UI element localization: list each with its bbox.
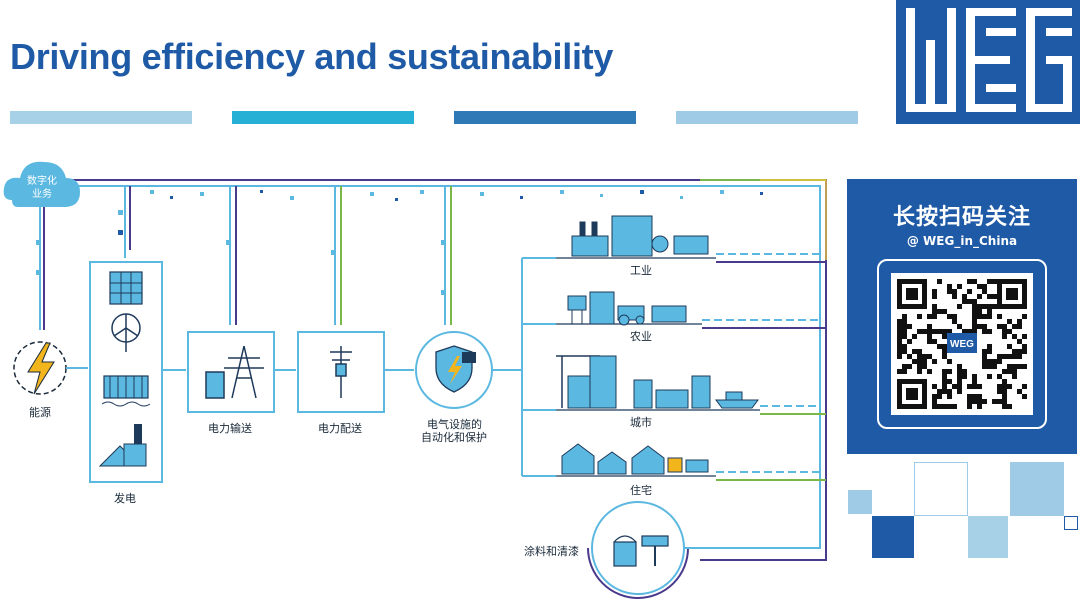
energy-label: 能源 <box>29 406 51 419</box>
coatings-label: 涂料和清漆 <box>524 545 579 558</box>
generation-box <box>89 261 163 483</box>
bus-drops <box>39 186 452 330</box>
cloud-label-2: 业务 <box>32 189 52 200</box>
house-icon <box>561 443 709 475</box>
paint-bucket-icon <box>613 535 669 567</box>
qr-code[interactable]: WEG <box>891 273 1033 415</box>
agriculture-label: 农业 <box>630 330 652 343</box>
transmission-label: 电力输送 <box>208 422 252 435</box>
qr-title: 长按扫码关注 <box>892 205 1031 230</box>
coal-plant-icon <box>98 424 147 467</box>
weg-logo <box>896 0 1080 124</box>
page-title: Driving efficiency and sustainability <box>10 36 614 77</box>
deco-square <box>968 516 1008 558</box>
transmission-tower-icon <box>205 345 264 399</box>
header-bar-3 <box>454 111 636 124</box>
deco-square <box>848 490 872 514</box>
qr-center-badge: WEG <box>950 339 974 350</box>
header-bar-2 <box>232 111 414 124</box>
deco-square <box>1010 462 1064 516</box>
qr-panel: 长按扫码关注 @ WEG_in_China WEG <box>847 179 1077 454</box>
distribution-label: 电力配送 <box>318 422 362 435</box>
shield-lock-icon <box>435 345 476 393</box>
factory-icon <box>571 215 709 257</box>
cloud-label-1: 数字化 <box>27 176 57 187</box>
header-bar-1 <box>10 111 192 124</box>
farm-icon <box>567 291 687 326</box>
data-dots <box>36 190 763 295</box>
deco-square <box>872 516 914 558</box>
residential-label: 住宅 <box>630 484 652 497</box>
distribution-pole-icon <box>330 346 352 398</box>
coatings-circle <box>591 501 685 595</box>
distribution-box <box>297 331 385 413</box>
automation-label-1: 电气设施的 <box>427 418 482 431</box>
qr-handle: @ WEG_in_China <box>906 234 1018 248</box>
deco-square <box>1064 516 1078 530</box>
city-label: 城市 <box>630 416 652 429</box>
transmission-box <box>187 331 275 413</box>
header-bar-4 <box>676 111 858 124</box>
industry-label: 工业 <box>630 264 652 277</box>
lightning-icon <box>13 341 67 395</box>
automation-label-2: 自动化和保护 <box>421 431 487 444</box>
qr-frame: WEG <box>877 259 1047 429</box>
city-icon <box>556 355 759 409</box>
wind-turbine-icon <box>111 313 141 352</box>
generation-label: 发电 <box>114 492 136 505</box>
deco-square <box>914 462 968 516</box>
solar-panel-icon <box>109 271 143 305</box>
dam-icon <box>101 375 151 407</box>
cloud-icon <box>3 161 81 207</box>
